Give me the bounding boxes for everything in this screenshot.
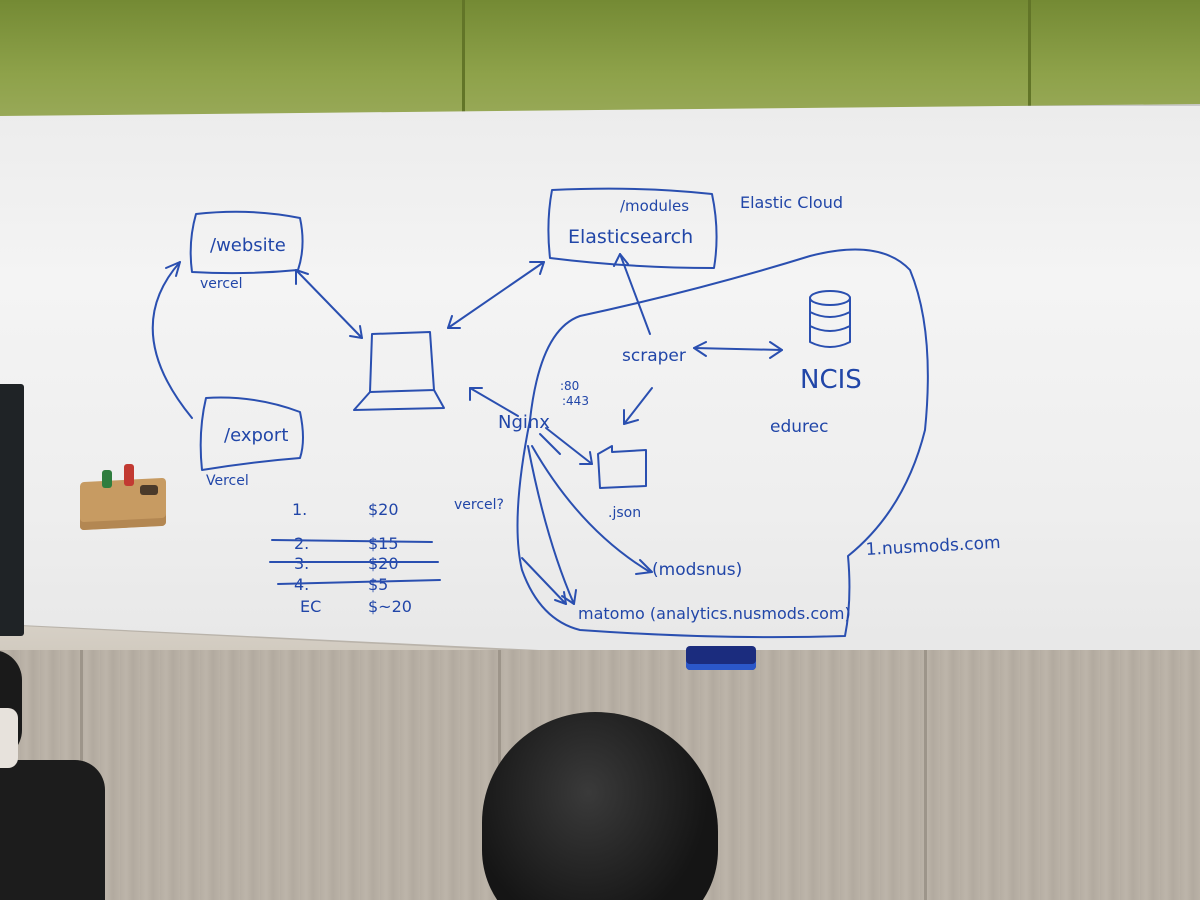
person-left-face [0,708,18,768]
arrow-head [469,387,483,401]
arrow-head [554,591,567,605]
monitor-edge [0,384,24,636]
elasticsearch-label: Elasticsearch [568,226,693,248]
website-label: /website [210,235,286,256]
scraper-elasticsearch-arrow [619,253,651,335]
cost-item: EC [300,597,321,616]
modsnus-label: (modsnus) [652,560,742,580]
nginx-laptop-arrow [469,387,519,417]
cabinet-seam [924,650,927,900]
laptop-website-arrow [295,269,363,339]
cost-item: 2. [294,534,309,553]
export-box [199,396,304,471]
green-wall [0,0,1200,125]
export-host-label: Vercel [206,473,249,489]
arrow-head [295,269,363,339]
export-label: /export [224,425,288,446]
arrow-head [693,341,783,359]
website-export-arc [151,261,193,419]
person-left [0,650,115,900]
database-icon [809,297,851,348]
strike-line [277,579,441,585]
edurec-label: edurec [770,417,828,437]
brown-marker [140,485,158,495]
port-80-label: :80 [560,379,579,393]
arrow-head [613,253,629,267]
cost-price: $20 [368,554,399,573]
whiteboard-eraser [686,646,756,670]
scraper-label: scraper [622,346,686,366]
nginx-matomo-arrow [527,445,575,605]
person-head [482,712,718,900]
arrow-head [579,451,593,465]
cost-price: $15 [368,534,399,553]
laptop-elasticsearch-arrow [447,261,545,329]
cost-item: 1. [292,500,307,519]
website-host-label: vercel [200,276,243,292]
whiteboard [0,104,1200,682]
red-marker [124,464,134,486]
elasticsearch-box [547,187,718,269]
nginx-modsnus-arrow [531,445,651,573]
nginx-json-arrow [545,427,593,465]
laptop-icon [353,331,445,411]
database-icon [809,290,851,306]
json-label: .json [608,505,641,521]
server-boundary [516,248,929,639]
ncis-label: NCIS [800,365,862,395]
port-443-label: :443 [562,394,589,408]
wall-seam [462,0,465,120]
arrow-head [635,559,653,575]
arrow-head [447,261,545,329]
scraper-json-arrow [623,387,653,425]
green-marker [102,470,112,488]
wall-seam [1028,0,1031,120]
cost-price: $20 [368,500,399,519]
nginx-label: Nginx [498,412,550,433]
person-left-body [0,760,105,900]
cost-list: 1. $20 2. $15 3. $20 4. $5 EC $~20 [269,500,441,616]
matomo-side-arrow [521,557,567,605]
scraper-ncis-arrow [693,347,783,351]
modules-label: /modules [620,197,689,215]
nginx-lower-arrow [539,433,561,455]
cost-item: 4. [294,575,309,594]
cost-price: $5 [368,575,388,594]
folder-icon [597,445,647,489]
cost-price: $~20 [368,597,412,616]
arrow-head [165,261,181,277]
strike-line [271,539,433,543]
vercel-question-label: vercel? [454,497,504,513]
arrow-head [623,409,639,425]
host-note-label: 1.nusmods.com [865,533,1001,560]
elastic-cloud-label: Elastic Cloud [740,193,843,212]
cost-item: 3. [294,554,309,573]
matomo-label: matomo (analytics.nusmods.com) [578,604,851,623]
